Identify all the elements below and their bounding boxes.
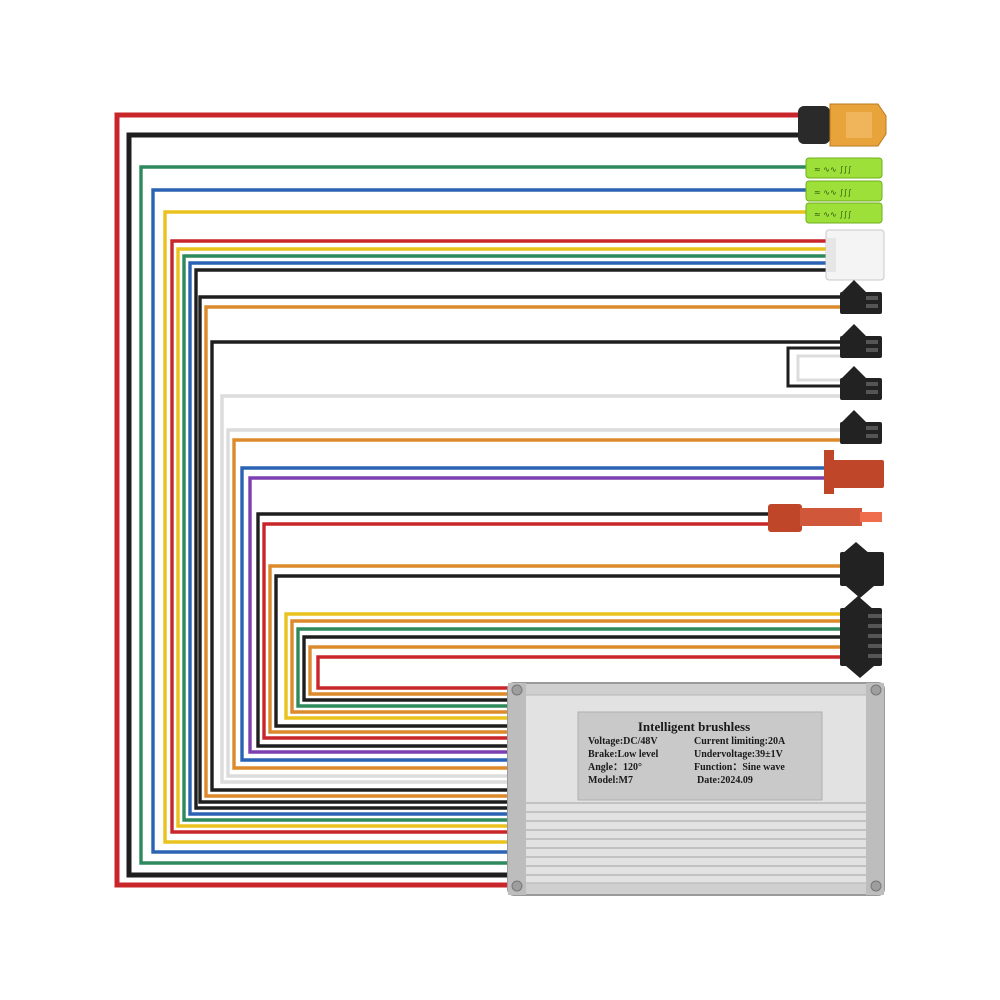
- screw-icon: [870, 684, 882, 696]
- wire-blue: [240, 466, 826, 762]
- wire-black: [256, 512, 770, 748]
- throttle-plug-black: [840, 542, 884, 598]
- connector-group: ≈ ∿∿ ∫∫∫ ≈ ∿∿ ∫∫∫ ≈ ∿∿ ∫∫∫: [768, 103, 887, 678]
- label-brake: Brake:Low level: [588, 749, 658, 760]
- brake-plug-3: [840, 366, 882, 400]
- wire-yellow: [176, 247, 828, 828]
- wire-black: [194, 268, 828, 810]
- label-date: Date:2024.09: [697, 775, 753, 786]
- spec-label: Intelligent brushless Voltage:DC/48V Cur…: [577, 711, 823, 801]
- display-plug-5pin: [840, 596, 882, 678]
- phase-connector-yellow: ≈ ∿∿ ∫∫∫: [805, 202, 883, 224]
- wire-orange: [290, 619, 840, 714]
- wire-red: [170, 239, 828, 834]
- wire-red: [316, 655, 840, 690]
- wire-green: [182, 254, 828, 822]
- brake-plug-2: [840, 324, 882, 358]
- screw-icon: [511, 684, 523, 696]
- label-undervoltage: Undervoltage:39±1V: [694, 749, 784, 760]
- wire-black: [274, 574, 840, 728]
- wire-blue: [188, 261, 828, 816]
- wire-orange: [268, 564, 840, 734]
- wire-orange: [232, 438, 840, 770]
- wire-red: [114, 112, 800, 888]
- wire-orange: [308, 645, 840, 696]
- ignition-connector-red: [768, 504, 882, 532]
- svg-text:≈ ∿∿ ∫∫∫: ≈ ∿∿ ∫∫∫: [814, 210, 852, 219]
- wire-green: [139, 165, 808, 865]
- wire-yellow: [284, 612, 840, 720]
- wire-red: [262, 522, 770, 740]
- wire-yellow: [163, 210, 808, 844]
- lock-connector-red: [824, 450, 884, 494]
- svg-text:≈ ∿∿ ∫∫∫: ≈ ∿∿ ∫∫∫: [814, 165, 852, 174]
- screw-icon: [870, 880, 882, 892]
- xt60-power-connector: [798, 103, 887, 147]
- label-angle: Angle：120°: [588, 762, 642, 773]
- screw-icon: [511, 880, 523, 892]
- phase-connector-blue: ≈ ∿∿ ∫∫∫: [805, 180, 883, 202]
- label-function: Function：Sine wave: [694, 762, 785, 773]
- wire-harness: [114, 112, 840, 888]
- cooling-fins: [526, 802, 866, 876]
- svg-text:≈ ∿∿ ∫∫∫: ≈ ∿∿ ∫∫∫: [814, 188, 852, 197]
- wire-green: [296, 627, 840, 708]
- label-model: Model:M7: [588, 775, 633, 786]
- brake-plug-4: [840, 410, 882, 444]
- wire-purple: [248, 476, 826, 754]
- hall-sensor-plug-white: [825, 229, 885, 281]
- wire-black: [126, 132, 800, 878]
- wire-black: [786, 346, 840, 388]
- label-voltage: Voltage:DC/48V: [588, 736, 658, 747]
- wire-black: [210, 340, 840, 792]
- wire-black: [198, 295, 840, 804]
- label-title: Intelligent brushless: [638, 719, 750, 734]
- brake-plug-1: [840, 280, 882, 314]
- wire-black: [302, 635, 840, 702]
- phase-connector-green: ≈ ∿∿ ∫∫∫: [805, 157, 883, 179]
- controller-housing: Intelligent brushless Voltage:DC/48V Cur…: [507, 682, 885, 896]
- wire-blue: [151, 188, 808, 854]
- wire-white: [796, 354, 840, 382]
- wire-white: [220, 394, 840, 784]
- wire-white: [226, 428, 840, 778]
- wire-orange: [204, 305, 840, 798]
- label-current-limiting: Current limiting:20A: [694, 736, 786, 747]
